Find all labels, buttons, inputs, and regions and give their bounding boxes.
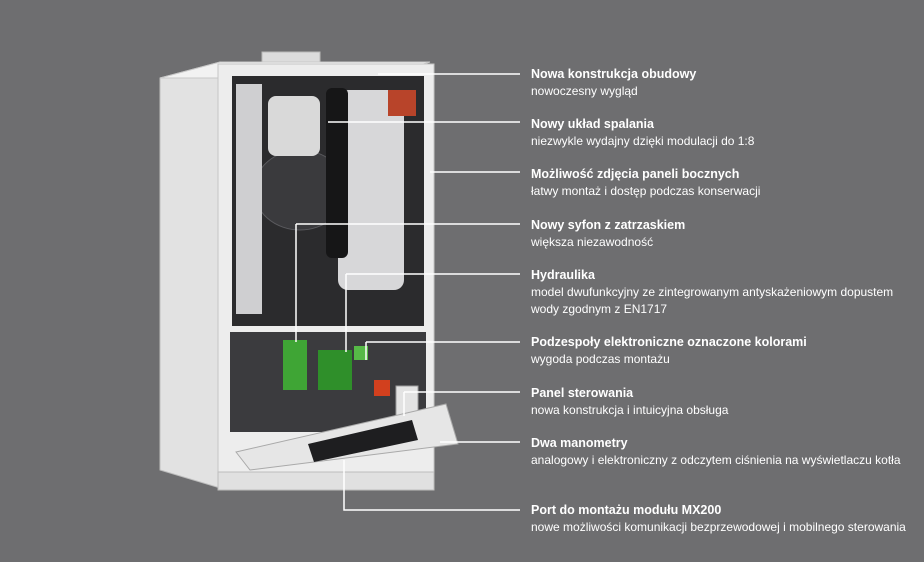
flue-pipe <box>326 88 348 258</box>
ignition-unit <box>388 90 416 116</box>
callout-desc: model dwufunkcyjny ze zintegrowanym anty… <box>531 285 894 316</box>
siphon-green <box>283 340 307 390</box>
leader-line-6 <box>365 341 520 360</box>
callout-mx200-port: Port do montażu modułu MX200 nowe możliw… <box>531 502 916 536</box>
callout-desc: nowe możliwości komunikacji bezprzewodow… <box>531 520 906 534</box>
callout-siphon: Nowy syfon z zatrzaskiem większa niezawo… <box>531 217 916 251</box>
callout-desc: nowa konstrukcja i intuicyjna obsługa <box>531 403 729 417</box>
side-panel <box>159 61 221 489</box>
callout-side-panels: Możliwość zdjęcia paneli bocznych łatwy … <box>531 166 916 200</box>
callout-desc: większa niezawodność <box>531 235 654 249</box>
callout-title: Port do montażu modułu MX200 <box>531 503 722 517</box>
heat-exchanger <box>338 90 404 290</box>
callout-control-panel: Panel sterowania nowa konstrukcja i intu… <box>531 385 916 419</box>
red-reset-part <box>374 380 390 396</box>
leader-line-9 <box>343 460 520 511</box>
callout-combustion: Nowy układ spalania niezwykle wydajny dz… <box>531 116 916 150</box>
callout-desc: łatwy montaż i dostęp podczas konserwacj… <box>531 184 761 198</box>
callout-title: Panel sterowania <box>531 386 634 400</box>
callout-electronics: Podzespoły elektroniczne oznaczone kolor… <box>531 334 916 368</box>
hydraulic-green <box>318 350 352 390</box>
callout-desc: nowoczesny wygląd <box>531 84 638 98</box>
callout-title: Nowa konstrukcja obudowy <box>531 67 697 81</box>
callout-desc: analogowy i elektroniczny z odczytem ciś… <box>531 453 901 467</box>
leader-line-7 <box>403 391 520 416</box>
callout-desc: wygoda podczas montażu <box>531 352 670 366</box>
callout-title: Dwa manometry <box>531 436 628 450</box>
callout-title: Hydraulika <box>531 268 595 282</box>
green-connector <box>354 346 368 360</box>
callout-housing: Nowa konstrukcja obudowy nowoczesny wygl… <box>531 66 916 100</box>
burner-duct <box>268 96 320 156</box>
bottom-sill <box>217 471 435 491</box>
leader-lines <box>295 73 520 511</box>
callout-manometers: Dwa manometry analogowy i elektroniczny … <box>531 435 916 469</box>
leader-line-4 <box>295 223 520 342</box>
callout-title: Podzespoły elektroniczne oznaczone kolor… <box>531 335 807 349</box>
callout-hydraulics: Hydraulika model dwufunkcyjny ze zintegr… <box>531 267 916 318</box>
display-window <box>308 420 418 462</box>
callout-title: Nowy układ spalania <box>531 117 654 131</box>
callout-title: Nowy syfon z zatrzaskiem <box>531 218 686 232</box>
leader-line-5 <box>345 273 520 352</box>
callout-title: Możliwość zdjęcia paneli bocznych <box>531 167 740 181</box>
left-heat-panel <box>236 84 262 314</box>
callout-desc: niezwykle wydajny dzięki modulacji do 1:… <box>531 134 755 148</box>
